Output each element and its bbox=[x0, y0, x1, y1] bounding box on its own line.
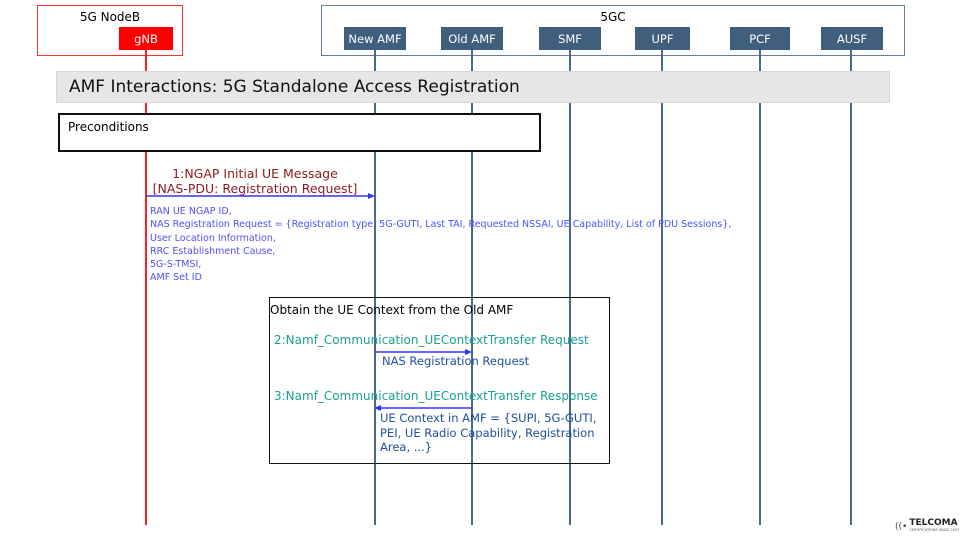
signal-icon: ((• bbox=[895, 522, 908, 532]
param: NAS Registration Request = {Registration… bbox=[150, 219, 732, 231]
msg3-params: UE Context in AMF = {SUPI, 5G-GUTI, PEI,… bbox=[380, 411, 596, 455]
group-5g-nodeb: 5G NodeB bbox=[37, 5, 183, 56]
msg1-label: 1:NGAP Initial UE Message [NAS-PDU: Regi… bbox=[150, 166, 360, 196]
obtain-context-box: Obtain the UE Context from the Old AMF 2… bbox=[269, 297, 610, 464]
param: User Location Information, bbox=[150, 232, 276, 244]
entity-upf: UPF bbox=[635, 27, 690, 50]
entity-ausf: AUSF bbox=[821, 27, 883, 50]
title-bar: AMF Interactions: 5G Standalone Access R… bbox=[56, 71, 890, 103]
msg3-label: 3:Namf_Communication_UEContextTransfer R… bbox=[274, 389, 598, 403]
lifeline-gnb bbox=[145, 50, 147, 525]
param: Area, ...} bbox=[380, 440, 433, 454]
lifeline-old-amf bbox=[471, 50, 473, 525]
msg2-arrow bbox=[375, 349, 472, 355]
lifeline-upf bbox=[661, 50, 663, 525]
lifeline-smf bbox=[569, 50, 571, 525]
msg2-param: NAS Registration Request bbox=[382, 354, 530, 368]
entity-new-amf: New AMF bbox=[344, 27, 406, 50]
obtain-title: Obtain the UE Context from the Old AMF bbox=[270, 303, 514, 317]
preconditions-box: Preconditions bbox=[58, 113, 541, 152]
msg1-line2: [NAS-PDU: Registration Request] bbox=[152, 181, 358, 196]
param: PEI, UE Radio Capability, Registration bbox=[380, 425, 595, 440]
param: RAN UE NGAP ID, bbox=[150, 206, 232, 217]
msg1-line1: 1:NGAP Initial UE Message bbox=[172, 166, 338, 181]
msg3-arrow bbox=[374, 405, 472, 411]
lifeline-ausf bbox=[850, 50, 852, 525]
entity-pcf: PCF bbox=[730, 27, 790, 50]
lifeline-new-amf bbox=[374, 50, 376, 525]
telcoma-logo: ((• TELCOMA CERTIFICATIONS SINCE 2007 bbox=[895, 518, 960, 533]
entity-smf: SMF bbox=[539, 27, 601, 50]
lifeline-pcf bbox=[759, 50, 761, 525]
msg1-params: RAN UE NGAP ID, NAS Registration Request… bbox=[150, 205, 731, 285]
param: RRC Establishment Cause, bbox=[150, 245, 276, 257]
preconditions-label: Preconditions bbox=[68, 120, 149, 134]
msg2-label: 2:Namf_Communication_UEContextTransfer R… bbox=[274, 333, 589, 347]
entity-old-amf: Old AMF bbox=[441, 27, 503, 50]
group-label: 5G NodeB bbox=[79, 10, 141, 24]
group-label: 5GC bbox=[600, 10, 626, 24]
page-title: AMF Interactions: 5G Standalone Access R… bbox=[69, 77, 520, 97]
group-5gc: 5GC bbox=[321, 5, 905, 56]
entity-gnb: gNB bbox=[119, 27, 173, 50]
param: 5G-S-TMSI, bbox=[150, 259, 202, 271]
param: AMF Set ID bbox=[150, 272, 202, 284]
param: UE Context in AMF = {SUPI, 5G-GUTI, bbox=[380, 411, 597, 425]
msg1-arrow bbox=[146, 193, 375, 199]
